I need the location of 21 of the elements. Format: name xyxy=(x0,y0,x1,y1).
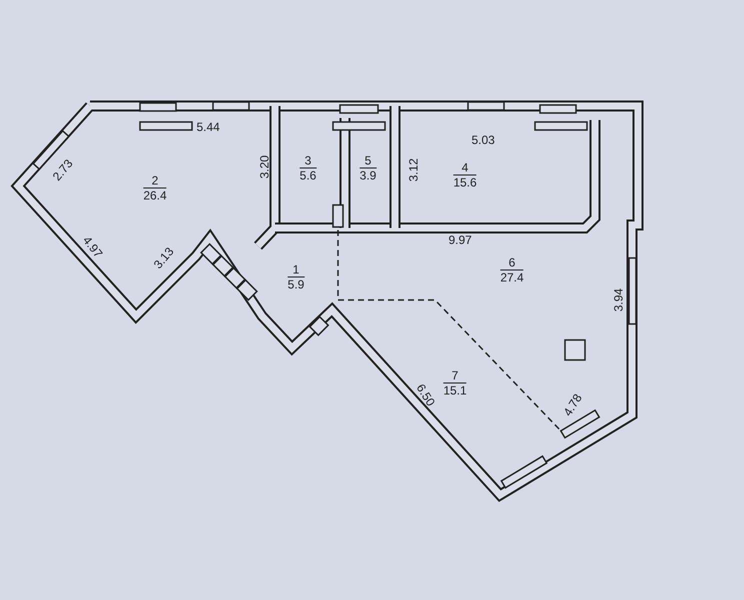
room-number: 6 xyxy=(500,256,524,270)
dimension-label: 5.03 xyxy=(472,133,495,147)
room-area: 3.9 xyxy=(360,168,376,182)
dimension-label: 3.94 xyxy=(611,288,626,312)
dimension-label: 9.97 xyxy=(448,233,472,247)
dimension-label: 3.20 xyxy=(257,155,272,179)
room-area: 15.1 xyxy=(443,384,467,398)
room-area: 27.4 xyxy=(500,270,524,284)
dimension-label: 5.44 xyxy=(196,120,220,134)
room-number: 1 xyxy=(288,262,304,278)
room-number: 3 xyxy=(300,154,316,168)
room-number: 4 xyxy=(453,160,477,176)
room-area: 5.9 xyxy=(288,278,304,292)
room-area: 26.4 xyxy=(143,188,167,202)
room-number: 7 xyxy=(443,368,467,384)
room-area: 15.6 xyxy=(453,176,477,190)
dimension-label: 3.12 xyxy=(406,158,420,182)
room-area: 5.6 xyxy=(300,168,316,182)
room-number: 2 xyxy=(143,174,167,188)
dimension-label: 4.97 xyxy=(79,233,105,261)
room-number: 5 xyxy=(360,154,376,168)
